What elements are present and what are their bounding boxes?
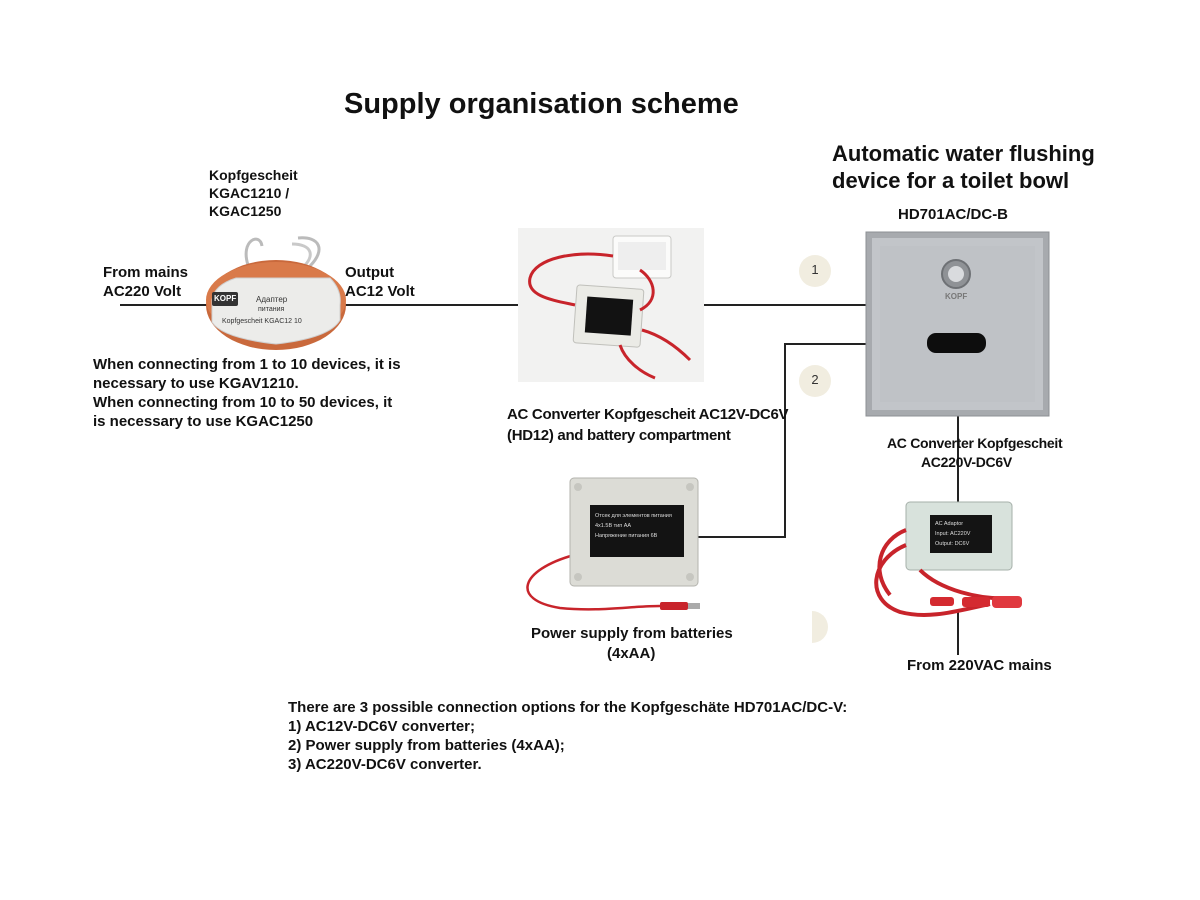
connection-option-2: 2) Power supply from batteries (4xAA); — [288, 737, 565, 754]
transformer-note-line2: necessary to use KGAV1210. — [93, 375, 299, 392]
transformer-note: When connecting from 1 to 10 devices, it… — [93, 355, 401, 431]
connection-line-2 — [690, 343, 866, 538]
battery-box-image — [526, 477, 700, 611]
connection-lines — [120, 304, 959, 655]
converter-220v-image — [874, 501, 1022, 617]
battery-box-sticker-line2: 4x1.5B тип AA — [595, 523, 632, 529]
transformer-brand: Kopfgescheit — [209, 167, 298, 183]
converter-12v-caption-line1: AC Converter Kopfgescheit AC12V-DC6V — [507, 406, 789, 423]
battery-caption-line1: Power supply from batteries — [531, 625, 733, 642]
transformer-label: Kopfgescheit KGAC1210 / KGAC1250 — [209, 166, 298, 220]
page-title: Supply organisation scheme — [344, 88, 739, 120]
connection-option-3: 3) AC220V-DC6V converter. — [288, 756, 482, 773]
transformer-model-line1: KGAC1210 / — [209, 185, 290, 201]
badge-3-partial — [812, 611, 828, 643]
output-label: Output AC12 Volt — [345, 263, 415, 301]
transformer-sticker — [211, 277, 341, 345]
transformer-model-line2: KGAC1250 — [209, 203, 282, 219]
transformer-note-line1: When connecting from 1 to 10 devices, it… — [93, 356, 401, 373]
badge-1 — [799, 255, 831, 287]
output-line2: AC12 Volt — [345, 283, 415, 300]
transformer-sticker-brand: KOPF — [214, 294, 237, 303]
transformer-sticker-line2: питания — [258, 306, 285, 313]
converter-220v-caption-line2: AC220V-DC6V — [921, 454, 1012, 470]
converter-220v-sticker-line1: AC Adaptor — [935, 521, 964, 527]
battery-box-sticker-line1: Отсек для элементов питания — [595, 513, 672, 519]
mains-input-label: From mains AC220 Volt — [103, 263, 188, 301]
sensor-window — [927, 333, 986, 353]
battery-box-sticker: Отсек для элементов питания 4x1.5B тип A… — [595, 511, 683, 541]
converter-220v-caption-line1: AC Converter Kopfgescheit — [887, 435, 1063, 451]
converter-220v-caption: AC Converter Kopfgescheit AC220V-DC6V — [887, 434, 1063, 472]
mains-input-line1: From mains — [103, 264, 189, 281]
converter-220v-sticker-line2: Input: AC220V — [935, 531, 971, 537]
converter-12v-image — [518, 228, 704, 382]
mains-220-label: From 220VAC mains — [907, 657, 1052, 674]
flush-device-image — [865, 231, 1050, 417]
device-logo: KOPF — [945, 292, 968, 301]
converter-12v-caption-line2: (HD12) and battery compartment — [507, 427, 731, 444]
badge-2 — [799, 365, 831, 397]
converter-220v-sticker-line3: Output: DC6V — [935, 541, 970, 547]
badge-2-number: 2 — [811, 372, 819, 387]
badge-1-number: 1 — [811, 262, 819, 277]
connection-option-1: 1) AC12V-DC6V converter; — [288, 718, 476, 735]
output-line1: Output — [345, 264, 395, 281]
device-heading-line1: Automatic water flushing — [832, 141, 1095, 166]
device-model-label: HD701AC/DC-B — [898, 206, 1009, 223]
transformer-sticker-line3: Kopfgescheit KGAC12 10 — [222, 318, 302, 325]
battery-caption-line2: (4xAA) — [607, 645, 656, 662]
converter-220v-sticker: AC Adaptor Input: AC220V Output: DC6V — [935, 519, 990, 549]
connection-options-intro: There are 3 possible connection options … — [288, 699, 848, 716]
transformer-note-line3: When connecting from 10 to 50 devices, i… — [93, 394, 393, 411]
device-heading: Automatic water flushing device for a to… — [832, 140, 1095, 194]
transformer-image — [206, 236, 346, 350]
transformer-note-line4: is necessary to use KGAC1250 — [93, 413, 314, 430]
battery-box-sticker-line3: Напряжение питания 6В — [595, 533, 658, 539]
device-heading-line2: device for a toilet bowl — [832, 168, 1070, 193]
connection-options: There are 3 possible connection options … — [288, 698, 847, 774]
transformer-sticker-line1: Адаптер — [256, 295, 288, 304]
converter-12v-caption: AC Converter Kopfgescheit AC12V-DC6V (HD… — [507, 404, 789, 446]
battery-caption: Power supply from batteries (4xAA) — [531, 624, 733, 664]
mains-input-line2: AC220 Volt — [103, 283, 182, 300]
